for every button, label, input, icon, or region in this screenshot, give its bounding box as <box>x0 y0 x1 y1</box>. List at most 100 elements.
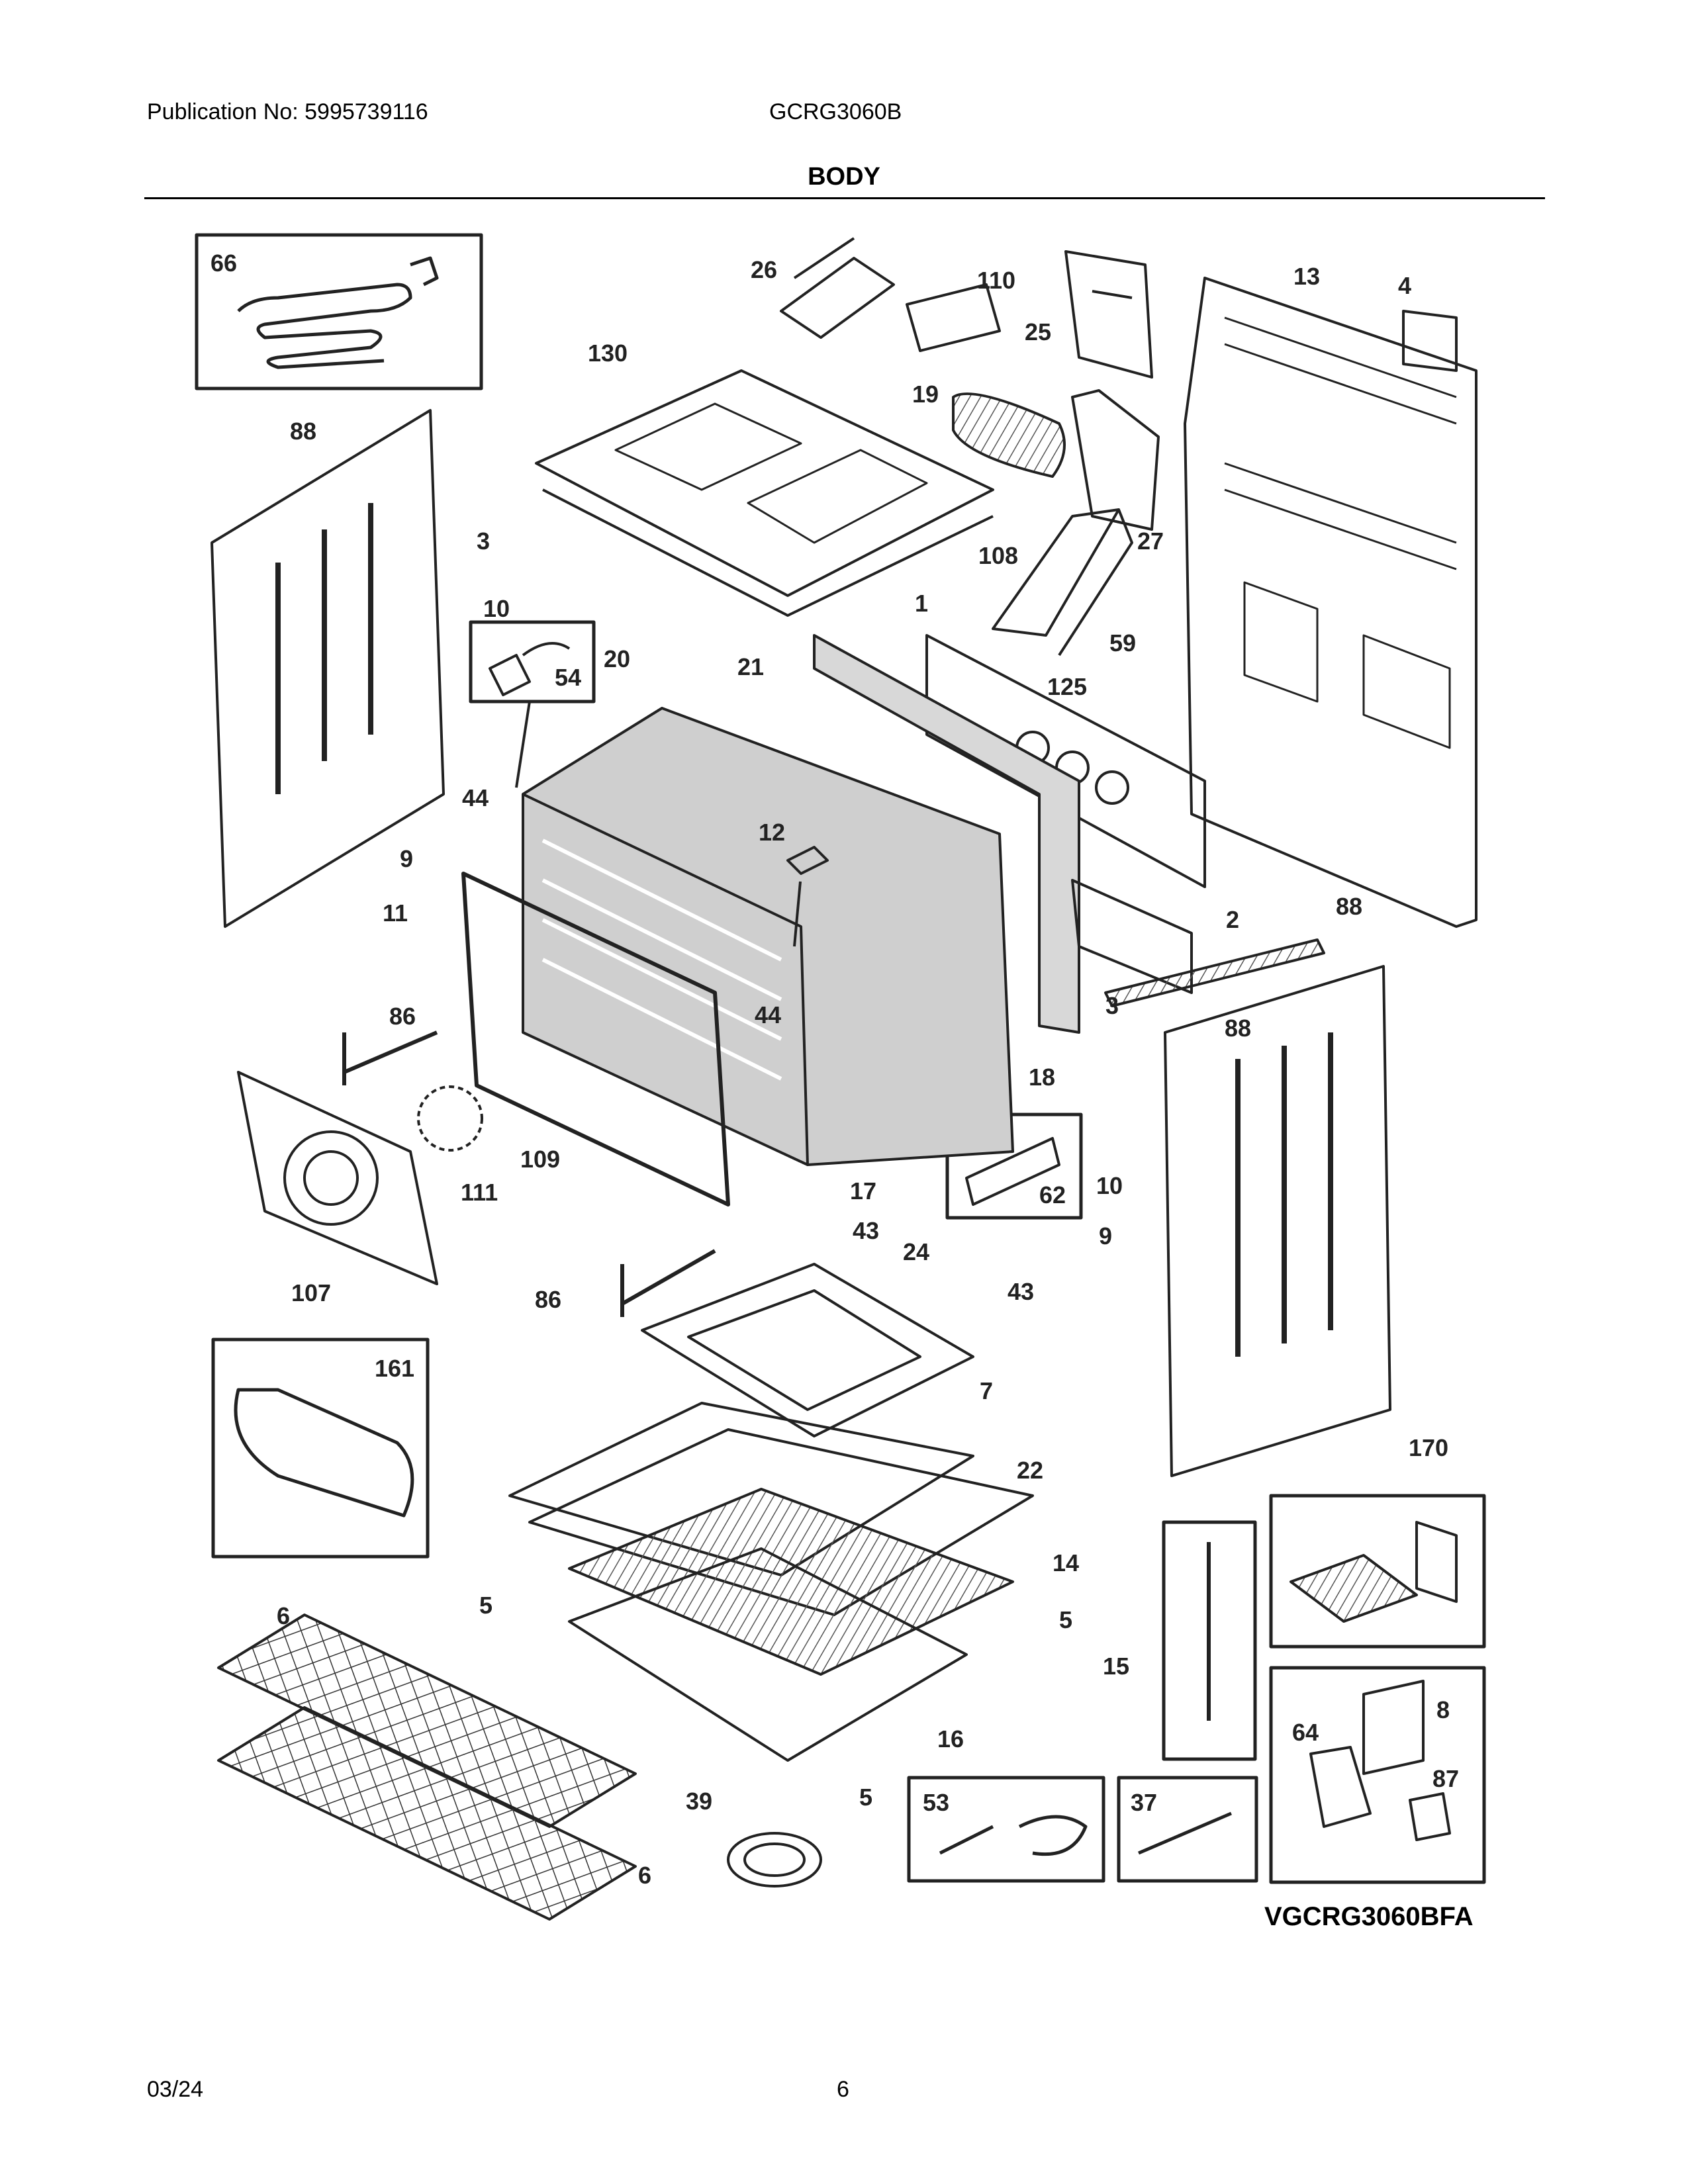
control-knob-3 <box>1095 770 1129 805</box>
publication-number: Publication No: 5995739116 <box>147 99 428 124</box>
part-62-shape <box>965 1137 1060 1206</box>
pointer-12 <box>793 881 802 947</box>
callout-64: 64 <box>1292 1719 1319 1746</box>
callout-1: 1 <box>915 590 928 617</box>
inset-box-37 <box>1117 1776 1258 1883</box>
callout-19: 19 <box>912 381 939 408</box>
footer-date: 03/24 <box>147 2077 204 2102</box>
callout-5-left: 5 <box>479 1592 492 1619</box>
callout-2: 2 <box>1226 906 1239 933</box>
callout-6-lower: 6 <box>638 1862 651 1889</box>
sensor-86-lower-shape <box>620 1249 716 1317</box>
callout-110: 110 <box>977 267 1015 294</box>
callout-107: 107 <box>291 1279 331 1306</box>
inset-box-15 <box>1162 1520 1257 1761</box>
callout-170: 170 <box>1409 1434 1448 1461</box>
duct-27-shape <box>1071 389 1160 531</box>
callout-109: 109 <box>520 1146 560 1173</box>
header-divider <box>144 197 1545 199</box>
callout-12: 12 <box>759 819 785 846</box>
callout-161: 161 <box>375 1355 414 1382</box>
bracket-25-shape <box>1064 250 1153 379</box>
sensor-86-upper-shape <box>342 1030 438 1085</box>
callout-9-right: 9 <box>1099 1222 1112 1250</box>
callout-20: 20 <box>604 645 630 672</box>
inset-box-62 <box>945 1113 1083 1220</box>
callout-4: 4 <box>1398 272 1411 299</box>
callout-43-right: 43 <box>1008 1278 1034 1305</box>
callout-6-upper: 6 <box>277 1602 290 1629</box>
part-64-shape <box>1309 1746 1372 1828</box>
insulation-18-shape <box>813 634 1080 1034</box>
callout-10-left: 10 <box>483 595 510 622</box>
bottom-panel-16-shape <box>568 1547 968 1762</box>
section-title: BODY <box>808 163 880 191</box>
part-87-shape <box>1409 1792 1451 1841</box>
callout-15: 15 <box>1103 1653 1129 1680</box>
bracket-2-shape <box>1071 879 1193 994</box>
gasket-4-shape <box>1402 310 1458 372</box>
callout-13: 13 <box>1293 263 1320 290</box>
bracket-170-shape <box>1415 1521 1458 1603</box>
callout-3-right: 3 <box>1105 992 1119 1019</box>
callout-14: 14 <box>1053 1549 1079 1576</box>
manual-170-shape <box>1289 1554 1418 1623</box>
callout-17: 17 <box>850 1177 876 1205</box>
callout-9-left: 9 <box>400 845 413 872</box>
callout-7: 7 <box>980 1377 993 1404</box>
callout-88-right-top: 88 <box>1336 893 1362 920</box>
oven-cavity-front <box>522 793 809 1165</box>
convection-cover-fan <box>283 1130 379 1226</box>
rail-3-right-shape <box>1104 938 1325 1007</box>
callout-16: 16 <box>937 1725 964 1752</box>
inset-box-53 <box>907 1776 1105 1883</box>
callout-21: 21 <box>737 653 764 680</box>
bake-pan-24-shape <box>641 1263 974 1437</box>
inset-box-54 <box>469 620 596 704</box>
callout-125: 125 <box>1047 673 1087 700</box>
callout-59: 59 <box>1109 629 1136 657</box>
callout-130: 130 <box>588 340 628 367</box>
diagram-code: VGCRG3060BFA <box>1264 1902 1474 1931</box>
callout-3-left: 3 <box>477 527 490 555</box>
inset-box-8-64-87 <box>1269 1666 1486 1884</box>
fan-blade-109-shape <box>417 1085 483 1152</box>
convection-cover-hub <box>303 1150 359 1206</box>
inset-box-66 <box>195 233 483 390</box>
side-panel-left-ribs <box>275 503 373 794</box>
rear-panel-vents <box>1224 316 1457 749</box>
chute-59-shape <box>992 508 1133 657</box>
inset-box-161 <box>211 1338 430 1559</box>
callout-18: 18 <box>1029 1064 1055 1091</box>
callout-87: 87 <box>1432 1765 1459 1792</box>
callout-labels: 66 26 110 13 4 130 19 25 88 27 108 3 1 5… <box>211 250 1459 1889</box>
element-161-shape <box>234 1388 414 1518</box>
burner-tray-14-shape <box>568 1488 1014 1676</box>
coil-39-shape <box>727 1832 822 1888</box>
callout-37: 37 <box>1131 1789 1157 1816</box>
part-54-shape <box>489 642 571 696</box>
bracket-26-shape <box>780 237 895 339</box>
coil-39-inner <box>743 1843 806 1877</box>
pin-37-shape <box>1138 1811 1232 1855</box>
convection-motor-shape <box>952 392 1066 478</box>
top-heat-shield-detail <box>614 402 928 544</box>
callout-66: 66 <box>211 250 237 277</box>
callout-86-upper: 86 <box>389 1003 416 1030</box>
rear-panel-shape <box>1184 277 1477 928</box>
side-panel-right-shape <box>1164 965 1391 1477</box>
part-8-shape <box>1362 1680 1425 1775</box>
callout-11: 11 <box>383 899 408 927</box>
callout-43-upper: 43 <box>853 1217 879 1244</box>
oven-cavity-racks <box>541 839 782 1081</box>
side-panel-left-shape <box>211 409 445 928</box>
oven-cavity-shape <box>522 707 1014 1166</box>
probe-53-shape <box>939 1815 1088 1856</box>
callout-39: 39 <box>686 1788 712 1815</box>
inset-box-170 <box>1269 1494 1486 1649</box>
callout-8: 8 <box>1436 1696 1450 1723</box>
callout-26: 26 <box>751 256 777 283</box>
callout-44-left: 44 <box>462 784 489 811</box>
part-12-shape <box>786 846 829 875</box>
side-panel-right-ribs <box>1235 1032 1333 1357</box>
